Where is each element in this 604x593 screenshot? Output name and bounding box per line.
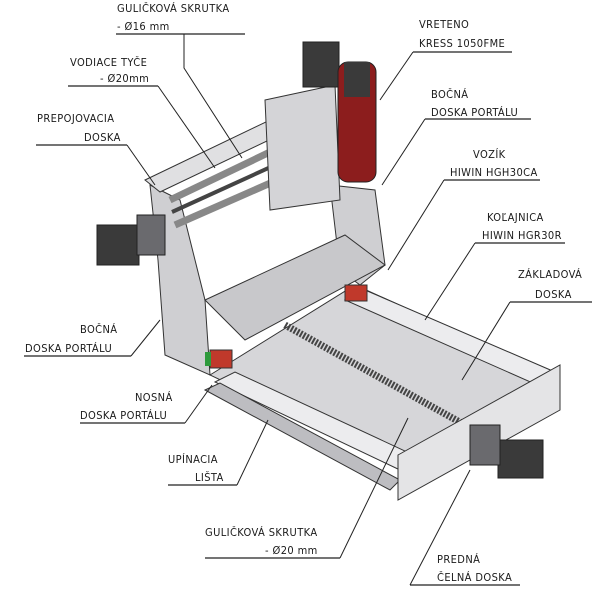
label-text: NOSNÁ <box>135 391 173 404</box>
label-text: HIWIN HGH30CA <box>450 166 538 179</box>
y-motor <box>96 224 140 266</box>
label-connecting-plate: PREPOJOVACIA DOSKA <box>36 112 156 186</box>
ball-screw-20 <box>283 321 467 429</box>
label-spindle: VRETENO KRESS 1050FME <box>379 18 512 101</box>
front-coupler <box>469 424 501 466</box>
z-motor <box>302 41 340 88</box>
label-text: GULIČKOVÁ SKRUTKA <box>117 2 230 15</box>
label-ball-screw-16: GULIČKOVÁ SKRUTKA - Ø16 mm <box>116 2 245 159</box>
label-carriage: VOZÍK HIWIN HGH30CA <box>387 148 540 271</box>
label-text: VRETENO <box>419 18 469 31</box>
label-text: DOSKA PORTÁLU <box>80 409 167 422</box>
label-clamping-bar: UPÍNACIA LIŠTA <box>168 419 269 486</box>
z-carriage <box>264 84 341 211</box>
label-text: ZÁKLADOVÁ <box>518 268 582 281</box>
label-text: ČELNÁ DOSKA <box>437 571 512 584</box>
label-text: DOSKA <box>535 288 572 301</box>
support-plate <box>204 234 386 341</box>
spindle-cap <box>344 62 370 97</box>
label-ball-screw-20: GULIČKOVÁ SKRUTKA - Ø20 mm <box>205 417 409 559</box>
label-text: DOSKA <box>84 131 121 144</box>
label-front-plate: PREDNÁ ČELNÁ DOSKA <box>409 469 520 586</box>
label-text: HIWIN HGR30R <box>482 229 562 242</box>
label-text: KRESS 1050FME <box>419 37 505 50</box>
label-text: PREPOJOVACIA <box>37 112 114 125</box>
label-text: DOSKA PORTÁLU <box>431 106 518 119</box>
label-base-plate: ZÁKLADOVÁ DOSKA <box>461 268 592 381</box>
label-text: UPÍNACIA <box>168 453 218 466</box>
label-text: DOSKA PORTÁLU <box>25 342 112 355</box>
front-motor <box>497 439 544 479</box>
label-support-plate: NOSNÁ DOSKA PORTÁLU <box>80 384 213 424</box>
label-text: BOČNÁ <box>80 323 117 336</box>
label-text: PREDNÁ <box>437 553 480 566</box>
label-text: VODIACE TYČE <box>70 56 147 69</box>
label-text: KOĽAJNICA <box>487 211 544 224</box>
label-rail: KOĽAJNICA HIWIN HGR30R <box>424 211 565 321</box>
label-text: LIŠTA <box>195 471 224 484</box>
label-side-plate-left: BOČNÁ DOSKA PORTÁLU <box>24 319 161 357</box>
label-guide-rods: VODIACE TYČE - Ø20mm <box>68 56 216 169</box>
y-coupler <box>136 214 166 256</box>
green-marker <box>205 352 211 366</box>
label-text: GULIČKOVÁ SKRUTKA <box>205 526 318 539</box>
label-text: BOČNÁ <box>431 88 468 101</box>
label-text: VOZÍK <box>473 148 506 161</box>
label-text: - Ø16 mm <box>117 20 170 33</box>
label-text: - Ø20 mm <box>265 544 318 557</box>
label-side-plate-right: BOČNÁ DOSKA PORTÁLU <box>381 88 531 186</box>
carriage-left <box>209 349 233 369</box>
label-text: - Ø20mm <box>100 72 149 85</box>
carriage-right <box>344 284 368 302</box>
